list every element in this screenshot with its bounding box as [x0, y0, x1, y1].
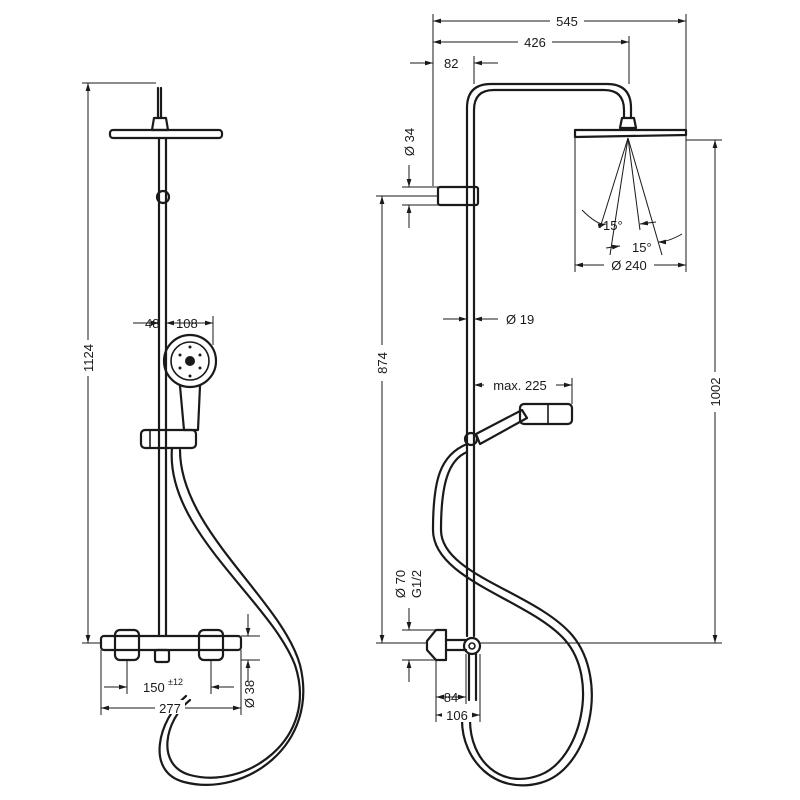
dim-side-84: 84 — [444, 690, 458, 705]
side-spray-angle-lines: 15° 15° — [581, 137, 683, 256]
dim-side-angle-2: 15° — [632, 240, 652, 255]
dim-side-106: 106 — [446, 708, 468, 723]
dim-side-rail-diameter: Ø 19 — [506, 312, 534, 327]
dim-side-head-diameter: Ø 240 — [611, 258, 646, 273]
side-riser-and-arm — [465, 82, 633, 638]
dim-side-arm-reach: 426 — [524, 35, 546, 50]
dim-side-total-reach: 545 — [556, 14, 578, 29]
side-view: 15° 15° — [425, 82, 688, 787]
side-view-dimensions: 545 426 82 Ø 34 874 Ø 19 max. 225 — [374, 13, 723, 723]
dim-side-d70: Ø 70 — [393, 570, 408, 598]
front-shower-hose — [158, 446, 305, 786]
front-riser-pipe — [155, 136, 171, 638]
front-hand-shower-holder — [139, 428, 198, 450]
dim-side-head-height: 1002 — [708, 378, 723, 407]
dim-front-108: 108 — [176, 316, 198, 331]
dim-side-thread: G1/2 — [409, 570, 424, 598]
dim-side-max-225: max. 225 — [493, 378, 546, 393]
dim-front-width: 277 — [159, 701, 181, 716]
dim-front-d38: Ø 38 — [242, 680, 257, 708]
dim-side-rail-length: 874 — [375, 352, 390, 374]
front-thermostat-mixer — [99, 628, 243, 664]
dim-front-spacing-tolerance: ±12 — [168, 677, 183, 687]
side-top-slider — [436, 185, 480, 207]
side-overhead-shower-head — [573, 116, 688, 139]
side-hand-shower — [463, 402, 574, 447]
front-view-dimensions: 1124 48 108 150 ±12 277 Ø 38 — [80, 82, 260, 716]
side-shower-hose — [431, 442, 593, 787]
dim-side-d34: Ø 34 — [402, 128, 417, 156]
dim-front-height: 1124 — [81, 344, 96, 372]
dim-front-48: 48 — [145, 316, 159, 331]
dim-front-spacing: 150 — [143, 680, 165, 695]
front-overhead-shower-head — [108, 86, 224, 140]
front-hand-shower — [162, 333, 218, 432]
front-view — [99, 86, 305, 786]
dim-side-82: 82 — [444, 56, 458, 71]
dim-side-angle-1: 15° — [603, 218, 623, 233]
